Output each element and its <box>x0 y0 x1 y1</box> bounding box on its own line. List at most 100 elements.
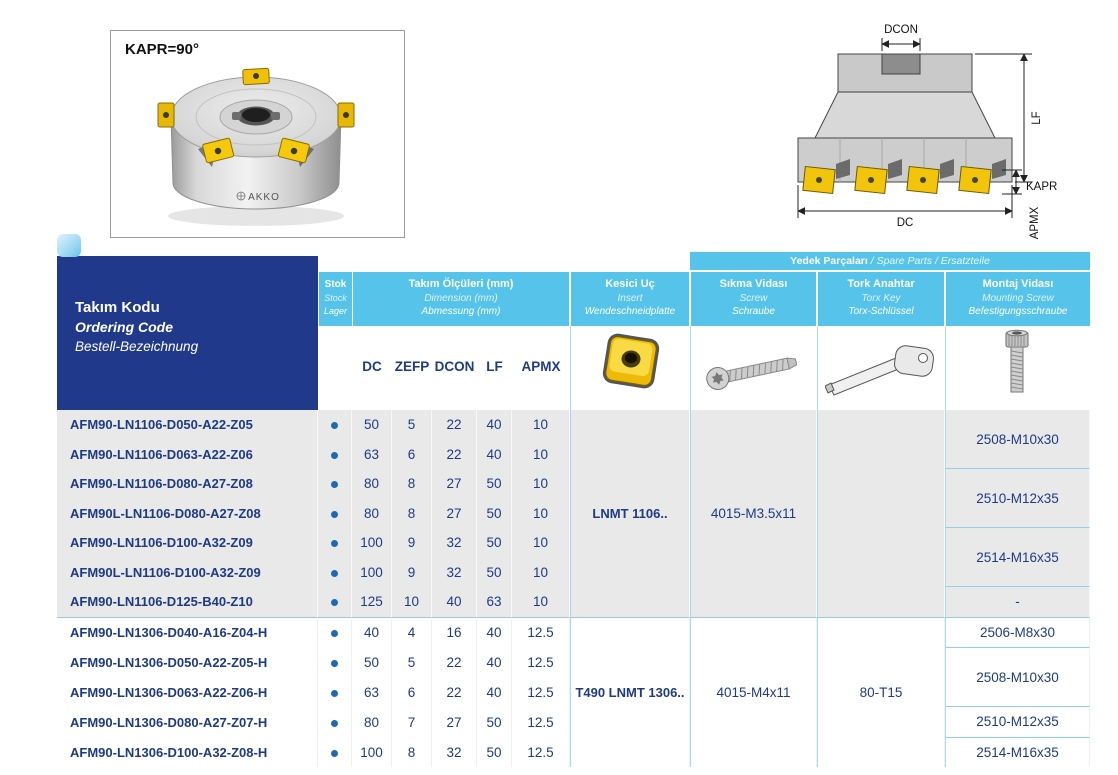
zefp-value: 6 <box>392 677 432 707</box>
stock-indicator-dot <box>331 451 338 459</box>
table-row: AFM90L-LN1106-D100-A32-Z09 100 9 32 50 1… <box>57 557 1090 587</box>
kapr-angle-label: KAPR=90° <box>125 41 199 58</box>
drawing-pockets <box>836 159 1006 179</box>
drawing-inserts <box>802 165 992 195</box>
ordering-code-cell: AFM90L-LN1106-D080-A27-Z08 <box>57 498 318 528</box>
torx-key-cell: 80-T15 <box>817 617 945 767</box>
dcon-value: 32 <box>432 737 477 767</box>
apmx-value: 12.5 <box>512 707 570 738</box>
technical-drawing: DCON LF KAPR DC APMX <box>797 24 1057 239</box>
table-row: AFM90-LN1106-D080-A27-Z08 80 8 27 50 10 … <box>57 469 1090 528</box>
screw-value-cell: 4015-M3.5x11 <box>690 410 817 618</box>
stock-indicator-dot <box>331 660 338 668</box>
zefp-value: 5 <box>392 410 432 440</box>
lf-value: 40 <box>477 617 512 648</box>
ordering-code-cell: AFM90-LN1306-D063-A22-Z06-H <box>57 677 318 707</box>
stock-cell <box>318 557 352 587</box>
dimensions-header-tr: Takım Ölçüleri (mm) <box>408 278 514 290</box>
dc-value: 63 <box>352 439 392 469</box>
mounting-screw-cell: 2510-M12x35 <box>945 707 1090 738</box>
mounting-header-en: Mounting Screw <box>982 293 1054 304</box>
dcon-dim-label: DCON <box>884 24 918 36</box>
separator: / <box>867 255 877 267</box>
dc-value: 80 <box>352 469 392 499</box>
kapr-dim-label: KAPR <box>1026 181 1057 193</box>
dimensions-column-header: Takım Ölçüleri (mm) Dimension (mm) Abmes… <box>353 272 569 326</box>
dc-value: 100 <box>352 737 392 767</box>
zefp-value: 7 <box>392 707 432 738</box>
insert-column-header: Kesici Uç Insert Wendeschneidplatte <box>571 272 689 326</box>
stock-cell <box>318 498 352 528</box>
stock-header-en: Stock <box>324 293 347 303</box>
dc-value: 80 <box>352 498 392 528</box>
stock-indicator-dot <box>331 481 338 489</box>
dc-value: 40 <box>352 617 392 648</box>
table-row: AFM90-LN1106-D100-A32-Z09 100 9 32 50 10… <box>57 528 1090 587</box>
zefp-value: 8 <box>392 737 432 767</box>
dcon-value: 22 <box>432 648 477 678</box>
screw-value-cell: 4015-M4x11 <box>690 617 817 767</box>
dcon-value: 27 <box>432 469 477 499</box>
insert-image <box>593 330 669 399</box>
insert-header-en: Insert <box>617 293 643 304</box>
zefp-value: 4 <box>392 617 432 648</box>
stock-indicator-dot <box>331 630 338 638</box>
lf-value: 40 <box>477 677 512 707</box>
ordering-code-cell: AFM90-LN1106-D125-B40-Z10 <box>57 587 318 618</box>
zefp-value: 5 <box>392 648 432 678</box>
dimension-lines <box>797 38 1032 218</box>
table-row: AFM90-LN1306-D100-A32-Z08-H 100 8 32 50 … <box>57 737 1090 767</box>
dcon-value: 27 <box>432 498 477 528</box>
ordering-code-cell: AFM90-LN1106-D063-A22-Z06 <box>57 439 318 469</box>
table-row: AFM90-LN1106-D125-B40-Z10 125 10 40 63 1… <box>57 587 1090 618</box>
ordering-code-cell: AFM90-LN1306-D040-A16-Z04-H <box>57 617 318 648</box>
mounting-header-tr: Montaj Vidası <box>982 278 1054 290</box>
lf-value: 63 <box>477 587 512 618</box>
product-photo-box: KAPR=90° <box>110 30 405 238</box>
ordering-code-cell: AFM90-LN1306-D050-A22-Z05-H <box>57 648 318 678</box>
mounting-column-header: Montaj Vidası Mounting Screw Befestigung… <box>946 272 1090 326</box>
screw-header-en: Screw <box>739 293 768 304</box>
insert-type-cell: LNMT 1106.. <box>570 410 690 618</box>
torx-header-tr: Tork Anahtar <box>847 278 915 290</box>
dc-value: 80 <box>352 707 392 738</box>
mounting-screw-cell: 2506-M8x30 <box>945 617 1090 648</box>
dc-dim-label: DC <box>897 217 914 229</box>
zefp-value: 9 <box>392 528 432 558</box>
apmx-value: 12.5 <box>512 648 570 678</box>
stock-cell <box>318 737 352 767</box>
product-table: Takım Kodu Ordering Code Bestell-Bezeich… <box>57 252 1090 775</box>
table-row: AFM90-LN1306-D050-A22-Z05-H 50 5 22 40 1… <box>57 648 1090 707</box>
table-row: AFM90-LN1106-D050-A22-Z05 50 5 22 40 10 … <box>57 410 1090 618</box>
torx-header-de: Torx-Schlüssel <box>848 306 914 317</box>
mounting-header-de: Befestigungsschraube <box>968 306 1068 317</box>
dc-value: 50 <box>352 410 392 440</box>
screw-header-tr: Sıkma Vidası <box>719 278 788 290</box>
apmx-value: 12.5 <box>512 677 570 707</box>
table-row: AFM90-LN1306-D080-A27-Z07-H 80 7 27 50 1… <box>57 707 1090 738</box>
spare-parts-en: Spare Parts <box>876 255 933 267</box>
apmx-value: 10 <box>512 557 570 587</box>
zefp-value: 8 <box>392 498 432 528</box>
lf-value: 50 <box>477 498 512 528</box>
apmx-value: 12.5 <box>512 737 570 767</box>
ordering-code-cell: AFM90L-LN1106-D100-A32-Z09 <box>57 557 318 587</box>
apmx-value: 10 <box>512 410 570 440</box>
milling-cutter-photo: AKKO <box>157 67 355 226</box>
spare-parts-tr: Yedek Parçaları <box>790 255 868 267</box>
lf-value: 40 <box>477 410 512 440</box>
dcon-column-label: DCON <box>434 359 475 374</box>
stock-indicator-dot <box>331 540 338 548</box>
mounting-screw-cell: 2510-M12x35 <box>945 469 1090 528</box>
lf-value: 40 <box>477 439 512 469</box>
drawing-body <box>797 53 1013 183</box>
stock-header-tr: Stok <box>324 279 347 290</box>
torx-header-en: Torx Key <box>861 293 901 304</box>
stock-indicator-dot <box>331 689 338 697</box>
column-divider <box>690 326 691 410</box>
stock-cell <box>318 617 352 648</box>
lf-value: 40 <box>477 648 512 678</box>
apmx-value: 10 <box>512 587 570 618</box>
apmx-dim-label: APMX <box>1029 206 1041 239</box>
